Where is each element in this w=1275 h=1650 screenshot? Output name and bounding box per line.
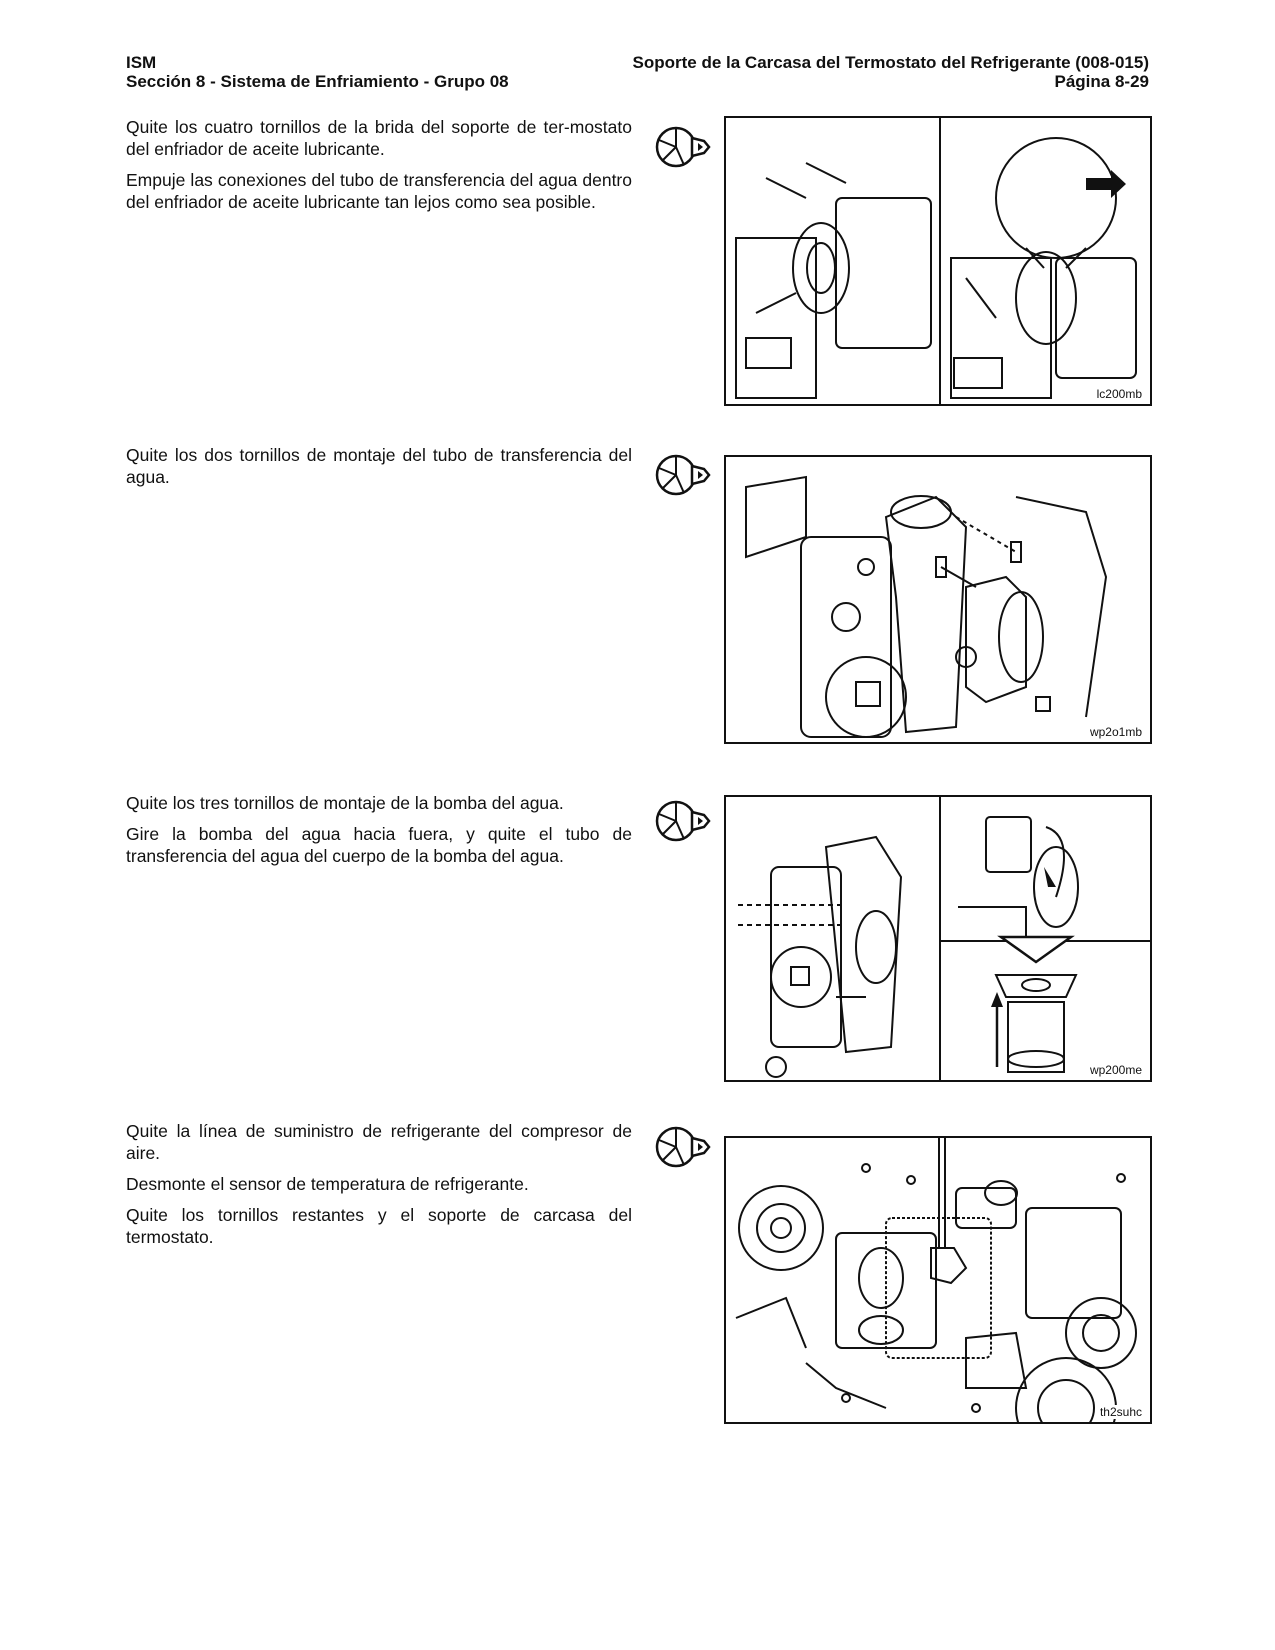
step-4-figure: th2suhc [724, 1136, 1152, 1424]
step-3-paragraph-2: Gire la bomba del agua hacia fuera, y qu… [126, 824, 632, 866]
step-4-figure-label: th2suhc [1097, 1405, 1144, 1419]
step-4-paragraph-1: Quite la línea de suministro de refriger… [126, 1121, 632, 1163]
step-2-figure-label: wp2o1mb [1087, 725, 1144, 739]
step-1-illustration [735, 118, 1137, 404]
header-product: ISM [126, 53, 157, 72]
header-section: Sección 8 - Sistema de Enfriamiento - Gr… [126, 72, 509, 91]
step-4-text: Quite la línea de suministro de refriger… [126, 1120, 632, 1257]
step-2-text: Quite los dos tornillos de montaje del t… [126, 444, 632, 497]
wrench-socket-icon [655, 1126, 711, 1168]
step-3-illustration [738, 797, 1150, 1080]
step-2-illustration [745, 475, 1108, 738]
wrench-socket-icon [655, 454, 711, 496]
step-2-paragraph-1: Quite los dos tornillos de montaje del t… [126, 445, 632, 487]
step-1-paragraph-2: Empuje las conexiones del tubo de transf… [126, 170, 632, 212]
step-1-text: Quite los cuatro tornillos de la brida d… [126, 116, 632, 222]
step-2-figure: wp2o1mb [724, 455, 1152, 744]
step-1-figure-label: lc200mb [1094, 387, 1144, 401]
step-4-illustration [735, 1138, 1137, 1422]
step-3-text: Quite los tres tornillos de montaje de l… [126, 792, 632, 876]
step-3-figure: wp200me [724, 795, 1152, 1082]
step-1-paragraph-1: Quite los cuatro tornillos de la brida d… [126, 117, 632, 159]
header-page-number: Página 8-29 [1054, 72, 1150, 91]
step-4-paragraph-3: Quite los tornillos restantes y el sopor… [126, 1205, 632, 1247]
wrench-socket-icon [655, 800, 711, 842]
step-4-paragraph-2: Desmonte el sensor de temperatura de ref… [126, 1174, 529, 1194]
step-3-paragraph-1: Quite los tres tornillos de montaje de l… [126, 793, 564, 813]
step-3-figure-label: wp200me [1087, 1063, 1144, 1077]
wrench-socket-icon [655, 126, 711, 168]
step-1-figure: lc200mb [724, 116, 1152, 406]
header-title: Soporte de la Carcasa del Termostato del… [632, 53, 1149, 72]
